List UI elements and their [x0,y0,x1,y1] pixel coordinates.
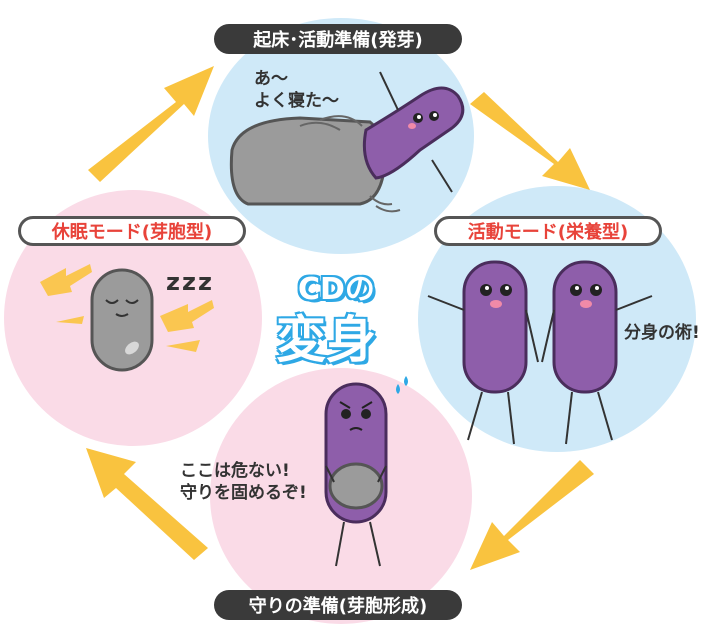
speech-split: 分身の術! [624,322,700,344]
speech-defend: ここは危ない! 守りを固めるぞ! [180,460,307,504]
spore-icon [92,270,152,370]
arrow-top-to-right [470,92,590,190]
speech-wake: あ～ よく寝た～ [254,68,339,112]
stage-label-dormant: 休眠モード(芽胞型) [18,216,246,246]
sleep-zzz: zzz [166,268,214,296]
stage-label-germination: 起床･活動準備(発芽) [214,24,462,54]
stage-label-sporulation: 守りの準備(芽胞形成) [214,590,462,620]
stage-label-vegetative: 活動モード(栄養型) [434,216,662,246]
spore-icon [330,464,382,508]
bacterium-icon [364,88,462,178]
sporulating-cell [326,376,408,566]
vegetative-cell-right [542,262,652,444]
sweat-drop-icon [396,384,400,394]
bacterium-icon [554,262,616,392]
bacterium-icon [464,262,526,392]
arrow-left-to-top [88,66,214,182]
title-line2: 変身 [276,300,376,372]
vegetative-cell-left [428,262,538,444]
spore-shell [231,118,384,204]
arrow-right-to-bottom [470,460,594,570]
